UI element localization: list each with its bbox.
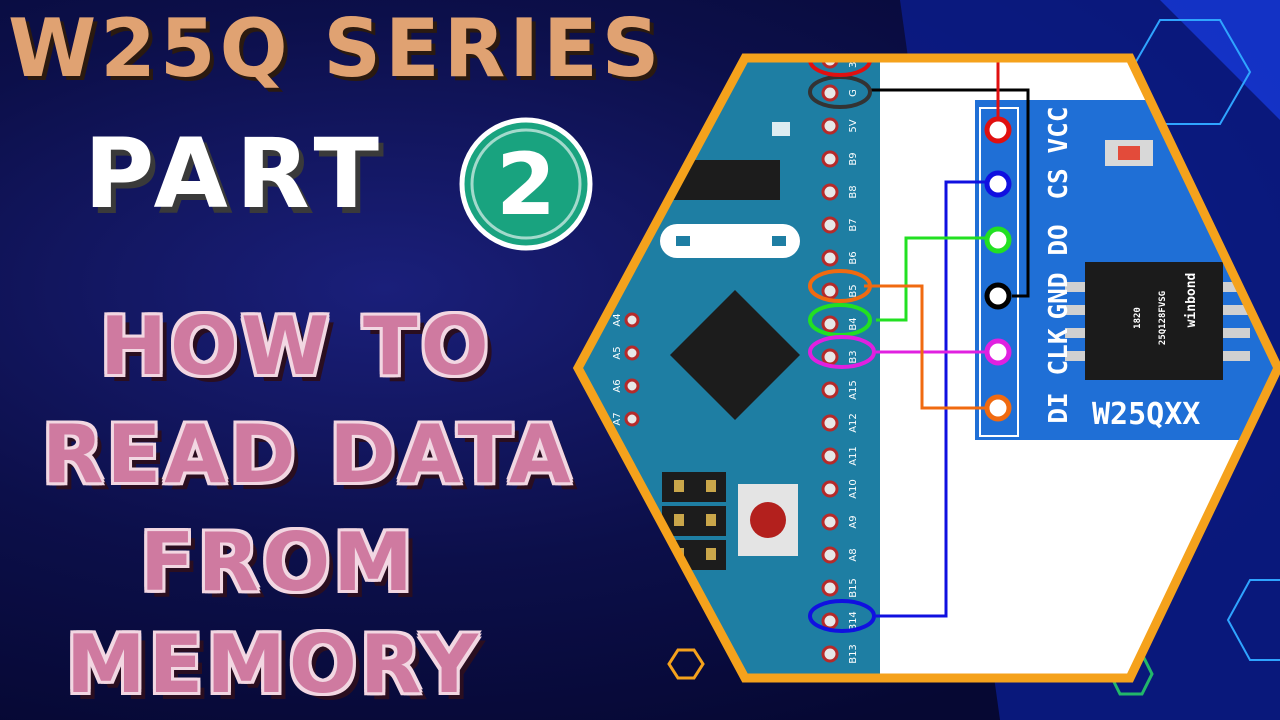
clk-pin-marker: [984, 338, 1012, 366]
di-pin-marker: [984, 394, 1012, 422]
wire-cs: [876, 180, 998, 618]
hexagon-frame: [572, 53, 1280, 683]
header-pin: [821, 282, 839, 300]
chip-code: 1820: [1133, 307, 1143, 329]
wires: [864, 62, 1030, 618]
chip-brand: winbond: [1184, 273, 1199, 328]
header-pin-label: 5V: [848, 119, 859, 132]
module-pins: VCC CS DO GND CLK DI: [1044, 107, 1074, 424]
wire-do: [876, 236, 998, 322]
part-number: 2: [496, 135, 556, 235]
header-pin: [624, 312, 640, 328]
header-pin-label: B9: [848, 152, 859, 165]
crystal-oscillator: [660, 224, 800, 258]
header-pin-label: B6: [848, 251, 859, 264]
wire-gnd: [870, 88, 1030, 298]
header-pin-label: B8: [848, 185, 859, 198]
part-number-badge: 2: [459, 117, 593, 251]
header-pin: [821, 84, 839, 102]
module-pin-label: GND: [1044, 273, 1074, 320]
led-icon: [772, 122, 790, 136]
header-pin: [821, 216, 839, 234]
header-pin: [821, 381, 839, 399]
header-pin-label: G: [848, 89, 859, 97]
header-pin: [821, 480, 839, 498]
b14-pin-highlight: [808, 599, 876, 633]
header-pin: [821, 447, 839, 465]
header-pin: [821, 348, 839, 366]
header-pin-label: A15: [848, 380, 859, 400]
reset-button: [738, 484, 798, 556]
header-pin-label: B3: [848, 350, 859, 363]
header-pin: [821, 513, 839, 531]
header-pin: [821, 183, 839, 201]
header-pin: [624, 378, 640, 394]
b3-pin-highlight: [808, 335, 876, 369]
cs-pin-marker: [984, 170, 1012, 198]
gnd-pin-marker: [984, 282, 1012, 310]
headline-line-4: MEMORY: [66, 618, 482, 711]
hexagon-outline-icon: [1226, 579, 1280, 661]
header-pin-label: A8: [848, 548, 859, 561]
part-label: PART: [84, 118, 387, 230]
vcc-pin-marker: [984, 116, 1012, 144]
header-pin-label: A7: [612, 412, 623, 425]
series-title: W25Q SERIES: [8, 2, 664, 95]
header-pin-label: A12: [848, 413, 859, 433]
header-pin-label: B13: [848, 644, 859, 664]
header-pin-label: B4: [848, 317, 859, 330]
header-pin-label: A11: [848, 446, 859, 466]
header-pin: [821, 117, 839, 135]
headline-line-1: HOW TO: [100, 300, 492, 393]
header-pin-label: 3.3: [848, 52, 859, 68]
header-pin: [821, 414, 839, 432]
module-pin-label: DI: [1044, 392, 1074, 423]
header-pin-label: B5: [848, 284, 859, 297]
header-pin-label: A10: [848, 479, 859, 499]
header-pin-label: A5: [612, 346, 623, 359]
module-pin-label: VCC: [1044, 107, 1074, 154]
header-pin-label: A6: [612, 379, 623, 392]
boot-jumpers: [662, 472, 726, 570]
header-pin-label: B7: [848, 218, 859, 231]
header-pin: [821, 612, 839, 630]
flash-chip: [1085, 262, 1223, 380]
chip-part: 25Q128FVSG: [1158, 291, 1168, 345]
header-pin-label: B14: [848, 611, 859, 631]
hexagon-outline-icon: [667, 648, 705, 680]
header-pin: [821, 249, 839, 267]
wire-di: [864, 284, 998, 410]
headline-line-3: FROM: [140, 516, 416, 609]
header-pin: [624, 411, 640, 427]
header-pin: [821, 546, 839, 564]
module-pin-label: CS: [1044, 168, 1074, 199]
header-pin: [821, 645, 839, 663]
b5-pin-highlight: [808, 269, 872, 303]
header-pin: [821, 150, 839, 168]
header-pin: [821, 579, 839, 597]
mcu-chip: [670, 290, 800, 420]
do-pin-marker: [984, 226, 1012, 254]
header-pin-label: B15: [848, 578, 859, 598]
headline-line-2: READ DATA: [42, 408, 574, 501]
header-pin: [821, 315, 839, 333]
b4-pin-highlight: [808, 303, 872, 337]
module-name: W25QXX: [1092, 397, 1200, 432]
header-pin-label: A9: [848, 515, 859, 528]
header-pin-label: A4: [612, 313, 623, 326]
header-pin: [624, 345, 640, 361]
background-panel: [1160, 0, 1280, 120]
module-pin-label: CLK: [1044, 328, 1074, 375]
module-pin-label: DO: [1044, 224, 1074, 255]
